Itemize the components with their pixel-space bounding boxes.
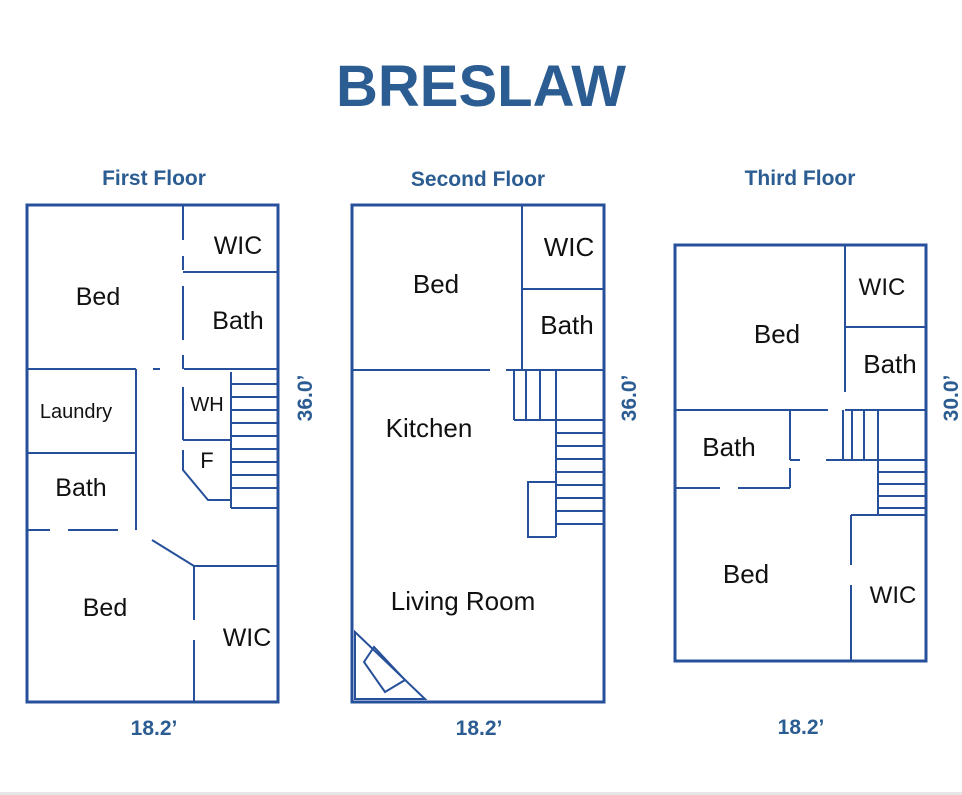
third-floor-width: 18.2’ [777, 716, 825, 739]
first-bath-lower-label: Bath [55, 474, 106, 502]
furnace-label: F [200, 448, 213, 473]
first-bed-top-label: Bed [76, 283, 120, 311]
third-bed-bottom-label: Bed [723, 559, 769, 589]
third-floor-depth: 30.0’ [940, 374, 962, 422]
first-wic-bottom-label: WIC [223, 624, 272, 652]
second-floor-outline [350, 203, 606, 704]
second-bath-label: Bath [540, 310, 594, 340]
third-bath-right-label: Bath [863, 349, 917, 379]
second-floor-title: Second Floor [410, 168, 546, 191]
first-wic-top-label: WIC [214, 232, 263, 260]
first-bath-top-label: Bath [212, 307, 263, 335]
third-wic-bottom-label: WIC [870, 582, 917, 609]
water-heater-label: WH [190, 394, 223, 416]
second-floor-width: 18.2’ [455, 717, 503, 740]
first-floor-plan: Bed WIC Bath Laundry WH Bath F Bed WIC [25, 203, 280, 704]
page-title: BRESLAW [336, 54, 626, 119]
second-floor-plan: Bed WIC Bath Kitchen Living Room [350, 203, 606, 704]
living-room-label: Living Room [391, 586, 536, 616]
third-floor-outline [673, 243, 928, 663]
second-bed-label: Bed [413, 269, 459, 299]
first-floor-width: 18.2’ [130, 717, 178, 740]
third-bath-left-label: Bath [702, 432, 756, 462]
first-floor-depth: 36.0’ [294, 374, 317, 422]
third-floor-title: Third Floor [744, 167, 856, 190]
third-bed-top-label: Bed [754, 319, 800, 349]
first-bed-bottom-label: Bed [83, 594, 127, 622]
second-floor-depth: 36.0’ [618, 374, 641, 422]
second-wic-label: WIC [544, 232, 595, 262]
laundry-label: Laundry [40, 401, 112, 423]
bottom-divider [0, 792, 962, 795]
third-floor-plan: WIC Bed Bath Bath Bed WIC [673, 243, 928, 663]
kitchen-label: Kitchen [386, 413, 473, 443]
first-floor-title: First Floor [102, 167, 206, 190]
third-wic-top-label: WIC [859, 274, 906, 301]
